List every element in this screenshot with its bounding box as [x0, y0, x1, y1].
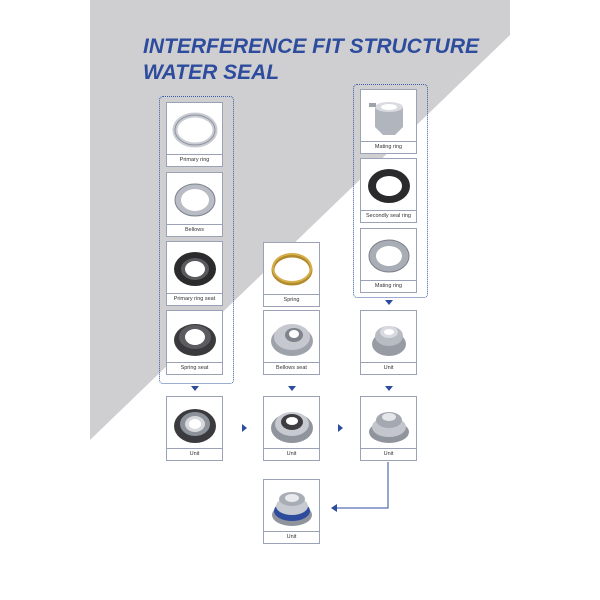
unit-1-icon [174, 409, 216, 443]
arrow-down-middle [288, 386, 296, 391]
unit-2-card: Unit [263, 396, 320, 461]
mating-ring-top-label: Mating ring [361, 141, 416, 153]
mating-ring-top-icon [369, 102, 403, 135]
spring-seat-icon [174, 324, 216, 356]
unit-3-icon [372, 326, 406, 356]
spring-card: Spring [263, 242, 320, 307]
unit-1-label: Unit [167, 448, 222, 460]
unit-2-icon [271, 412, 313, 443]
secondary-seal-ring-card: Secondly seal ring [360, 158, 417, 223]
arrow-right-unit2-to-unit4 [338, 424, 343, 432]
bellows-card: Bellows [166, 172, 223, 237]
bellows-label: Bellows [167, 224, 222, 236]
arrow-down-right-top [385, 300, 393, 305]
page-title: INTERFERENCE FIT STRUCTURE WATER SEAL [143, 34, 479, 86]
unit-4-label: Unit [361, 448, 416, 460]
unit-3-label: Unit [361, 362, 416, 374]
secondary-seal-ring-label: Secondly seal ring [361, 210, 416, 222]
arrow-right-unit1-to-unit2 [242, 424, 247, 432]
unit-1-card: Unit [166, 396, 223, 461]
primary-ring-card: Primary ring [166, 102, 223, 167]
arrow-down-left [191, 386, 199, 391]
spring-seat-card: Spring seat [166, 310, 223, 375]
bellows-seat-label: Bellows seat [264, 362, 319, 374]
unit-2-label: Unit [264, 448, 319, 460]
mating-ring-bottom-card: Mating ring [360, 228, 417, 293]
bellows-seat-card: Bellows seat [263, 310, 320, 375]
unit-4-icon [369, 412, 409, 443]
primary-ring-icon [172, 112, 218, 148]
title-line-1: INTERFERENCE FIT STRUCTURE [143, 35, 479, 58]
primary-ring-seat-label: Primary ring seat [167, 293, 222, 305]
secondary-seal-ring-icon [368, 169, 410, 203]
spring-label: Spring [264, 294, 319, 306]
title-line-2: WATER SEAL [143, 61, 280, 84]
right-components-group [353, 84, 428, 298]
spring-seat-label: Spring seat [167, 362, 222, 374]
bellows-icon [174, 183, 216, 217]
unit-5-card: Unit [263, 479, 320, 544]
spring-icon [271, 253, 313, 286]
mating-ring-bottom-icon [368, 239, 410, 273]
unit-3-card: Unit [360, 310, 417, 375]
unit-5-label: Unit [264, 531, 319, 543]
mating-ring-bottom-label: Mating ring [361, 280, 416, 292]
arrow-down-right-bottom [385, 386, 393, 391]
primary-ring-label: Primary ring [167, 154, 222, 166]
primary-ring-seat-icon [174, 252, 216, 286]
mating-ring-top-card: Mating ring [360, 89, 417, 154]
primary-ring-seat-card: Primary ring seat [166, 241, 223, 306]
left-components-group [159, 96, 234, 384]
unit-5-icon [272, 492, 312, 526]
bellows-seat-icon [271, 324, 313, 356]
unit-4-card: Unit [360, 396, 417, 461]
